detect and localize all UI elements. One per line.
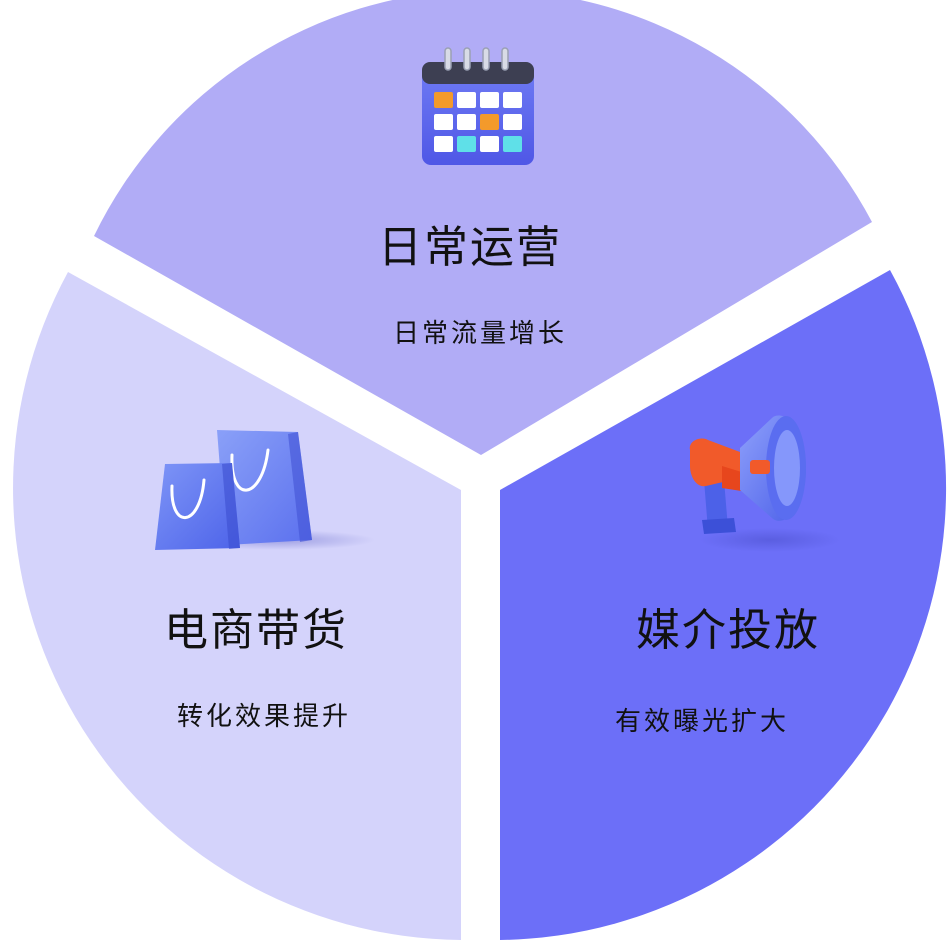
segment-media: 媒介投放 有效曝光扩大 <box>500 270 947 940</box>
segment-ecommerce: 电商带货 转化效果提升 <box>13 272 462 940</box>
segment-daily-ops: 日常运营 日常流量增长 <box>94 0 872 455</box>
shopping-bags-icon <box>155 430 375 550</box>
segment-ecommerce-shape <box>13 272 462 940</box>
segment-media-title: 媒介投放 <box>636 605 820 656</box>
segment-media-subtitle: 有效曝光扩大 <box>615 707 789 737</box>
calendar-icon <box>422 47 534 165</box>
megaphone-icon <box>689 415 840 552</box>
segment-daily-ops-title: 日常运营 <box>378 222 562 273</box>
segment-ecommerce-title: 电商带货 <box>164 605 348 656</box>
segment-daily-ops-subtitle: 日常流量增长 <box>393 319 567 349</box>
segment-daily-ops-shape <box>94 0 872 455</box>
segment-media-shape <box>500 270 947 940</box>
segment-ecommerce-subtitle: 转化效果提升 <box>177 702 351 732</box>
